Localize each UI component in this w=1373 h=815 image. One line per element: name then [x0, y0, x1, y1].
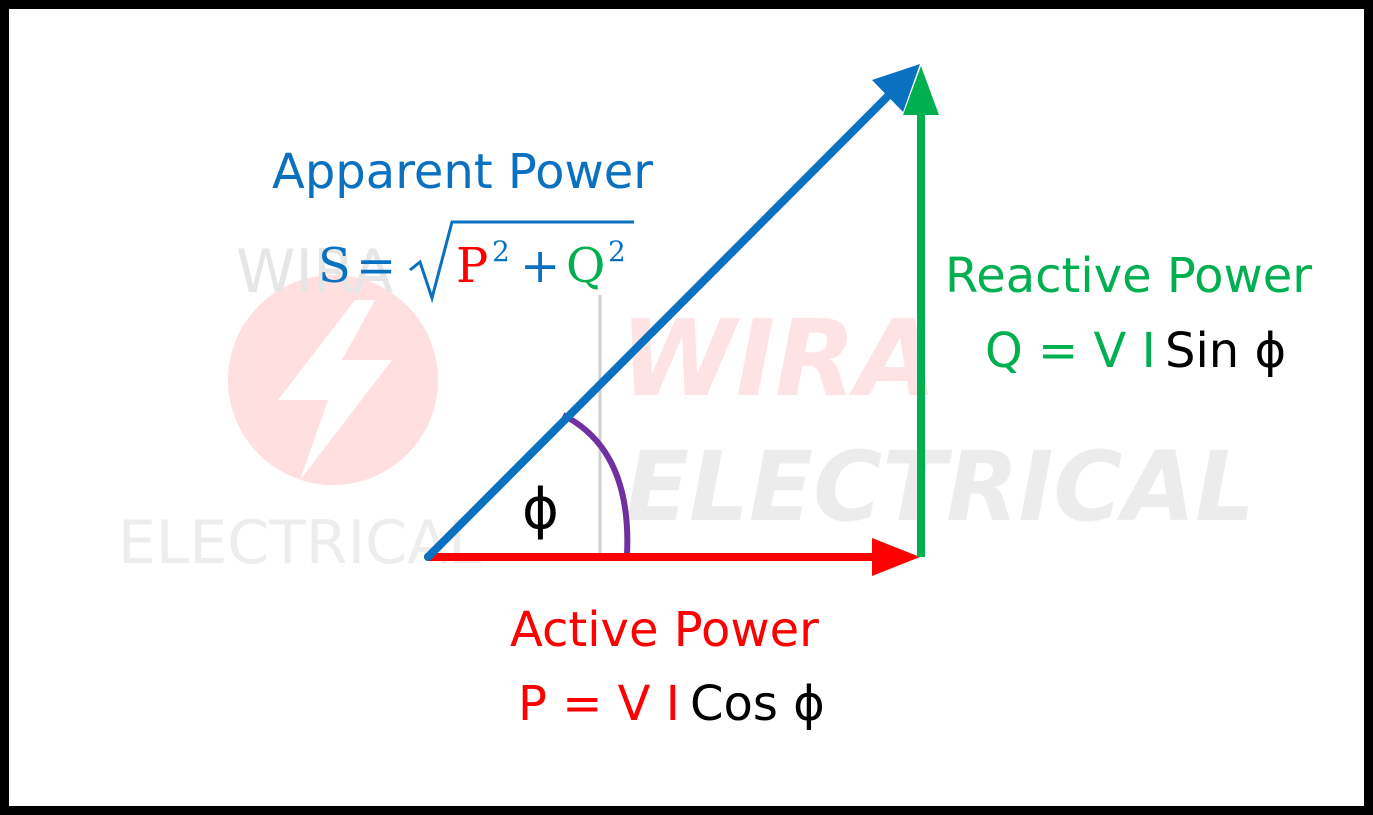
- apparent-formula-s: S: [318, 238, 351, 294]
- active-formula-black: Cos ϕ: [690, 676, 825, 732]
- watermark-logo-text-top: WIRA: [236, 237, 393, 307]
- reactive-power-title: Reactive Power: [945, 248, 1313, 304]
- lightning-icon: [278, 300, 392, 480]
- apparent-power-arrowhead: [872, 64, 920, 112]
- active-power-title: Active Power: [510, 602, 819, 658]
- reactive-formula-black: Sin ϕ: [1165, 323, 1287, 379]
- reactive-power-arrowhead: [903, 66, 939, 115]
- watermark-brand-top: WIRA: [620, 298, 937, 420]
- angle-arc: [561, 412, 631, 556]
- reactive-formula-colored: Q = V I: [985, 323, 1156, 379]
- watermark-logo-circle: [228, 275, 438, 485]
- apparent-formula-q-exponent: 2: [608, 235, 626, 268]
- apparent-formula-p: P: [456, 238, 489, 294]
- watermark-brand-bottom: ELECTRICAL: [625, 431, 1255, 543]
- watermark-logo-text-bottom: ELECTRICAL: [118, 508, 482, 578]
- apparent-power-vector: [424, 92, 892, 561]
- apparent-formula-p-exponent: 2: [492, 235, 510, 268]
- apparent-formula-plus: +: [520, 238, 561, 294]
- sqrt-symbol: [409, 220, 634, 304]
- apparent-formula-eq: =: [356, 238, 397, 294]
- apparent-power-title: Apparent Power: [272, 144, 654, 200]
- angle-symbol: ϕ: [522, 477, 559, 542]
- active-power-arrowhead: [872, 538, 920, 576]
- apparent-formula-q: Q: [566, 238, 606, 294]
- active-formula-colored: P = V I: [518, 676, 680, 732]
